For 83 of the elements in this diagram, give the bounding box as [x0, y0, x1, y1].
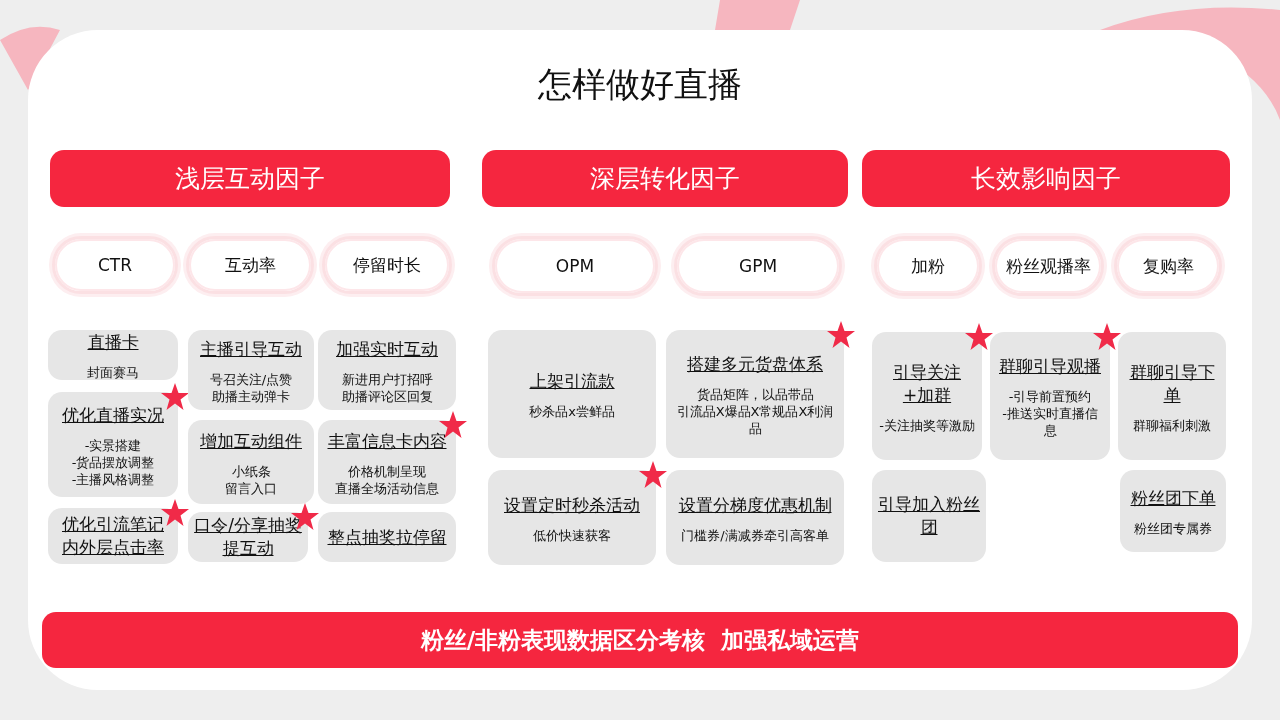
card-heading: 整点抽奖拉停留 [327, 525, 447, 549]
banner-text: 浅层互动因子 [175, 163, 325, 195]
card-text: 新进用户打招呼 [341, 370, 433, 388]
tactic-card [48, 330, 178, 380]
card-heading: 粉丝团下单 [1130, 487, 1216, 510]
banner-text: 互动率 [224, 253, 276, 277]
card-text: 封面赛马 [87, 364, 139, 381]
tactic-card [872, 470, 986, 562]
tactic-card [666, 470, 844, 565]
card-text: 留言入口 [225, 479, 277, 497]
category-banner [482, 150, 848, 207]
card-heading: 口令/分享抽奖提互动 [194, 514, 302, 560]
card-heading: 设置分梯度优惠机制 [678, 493, 832, 517]
tactic-card [1118, 332, 1226, 460]
card-heading: 群聊引导下单 [1128, 360, 1216, 407]
card-text: 货品矩阵，以品带品 [696, 386, 814, 403]
banner-text: 长效影响因子 [971, 163, 1121, 195]
card-text: 粉丝团专属券 [1134, 520, 1212, 537]
metric-pill [322, 236, 452, 294]
metric-pill [874, 236, 982, 296]
tactic-card [318, 420, 456, 504]
metric-pill [186, 236, 314, 294]
card-heading: 引导关注+加群 [892, 360, 962, 407]
banner-text: 停留时长 [353, 253, 421, 277]
card-text: 号召关注/点赞 [209, 370, 293, 388]
card-heading: 引导加入粉丝团 [878, 493, 980, 539]
tactic-card [318, 330, 456, 410]
card-heading: 搭建多元货盘体系 [687, 353, 823, 376]
tactic-card [188, 512, 308, 562]
card-text: 低价快速获客 [533, 526, 611, 544]
card-text: 助播主动弹卡 [212, 387, 290, 405]
banner-text: 粉丝/非粉表现数据区分考核 加强私域运营 [420, 625, 860, 655]
card-text: 秒杀品x尝鲜品 [529, 403, 615, 420]
card-heading: 加强实时互动 [336, 337, 438, 361]
metric-pill [674, 236, 842, 296]
card-text: -关注抽奖等激励 [879, 416, 975, 434]
card-heading: 主播引导互动 [200, 337, 302, 361]
banner-text: GPM [738, 256, 778, 276]
card-text: -推送实时直播信息 [1001, 405, 1099, 439]
card-text: -主播风格调整 [71, 470, 155, 488]
card-text: -货品摆放调整 [71, 453, 155, 471]
card-text: -实景搭建 [84, 436, 142, 454]
banner-text: 加粉 [911, 254, 945, 278]
category-banner [50, 150, 450, 207]
card-heading: 增加互动组件 [200, 429, 302, 453]
tactic-card [666, 330, 844, 458]
card-text: 群聊福利刺激 [1133, 416, 1211, 434]
tactic-card [48, 508, 178, 564]
card-heading: 群聊引导观播 [999, 355, 1101, 378]
tactic-card [488, 330, 656, 458]
tactic-card [188, 330, 314, 410]
tactic-card [188, 420, 314, 504]
summary-banner [42, 612, 1238, 668]
card-text: 门槛券/满减券牵引高客单 [681, 526, 829, 544]
card-heading: 优化直播实况 [62, 403, 164, 427]
tactic-card [990, 332, 1110, 460]
banner-text: 深层转化因子 [590, 163, 740, 195]
card-text: 助播评论区回复 [341, 387, 433, 405]
metric-pill [992, 236, 1104, 296]
card-text: 小纸条 [231, 462, 271, 480]
card-text: 价格机制呈现 [348, 462, 426, 480]
banner-text: CTR [97, 255, 133, 275]
card-heading: 优化引流笔记内外层点击率 [61, 513, 165, 559]
metric-pill [52, 236, 178, 294]
card-heading: 上架引流款 [529, 370, 615, 393]
metric-pill [492, 236, 658, 296]
tactic-card [872, 332, 982, 460]
card-heading: 丰富信息卡内容 [327, 429, 447, 453]
card-text: -引导前置预约 [1008, 388, 1092, 405]
banner-text: 粉丝观播率 [1005, 254, 1091, 278]
card-heading: 直播卡 [87, 331, 139, 354]
tactic-card [48, 392, 178, 497]
card-text: 直播全场活动信息 [335, 479, 439, 497]
title: 怎样做好直播 [537, 63, 743, 106]
metric-pill [1114, 236, 1222, 296]
category-banner [862, 150, 1230, 207]
banner-text: OPM [555, 256, 595, 276]
tactic-card [488, 470, 656, 565]
tactic-card [318, 512, 456, 562]
tactic-card [1120, 470, 1226, 552]
card-text: 引流品X爆品X常规品X利润品 [675, 403, 835, 437]
card-heading: 设置定时秒杀活动 [504, 493, 640, 517]
banner-text: 复购率 [1142, 254, 1194, 278]
